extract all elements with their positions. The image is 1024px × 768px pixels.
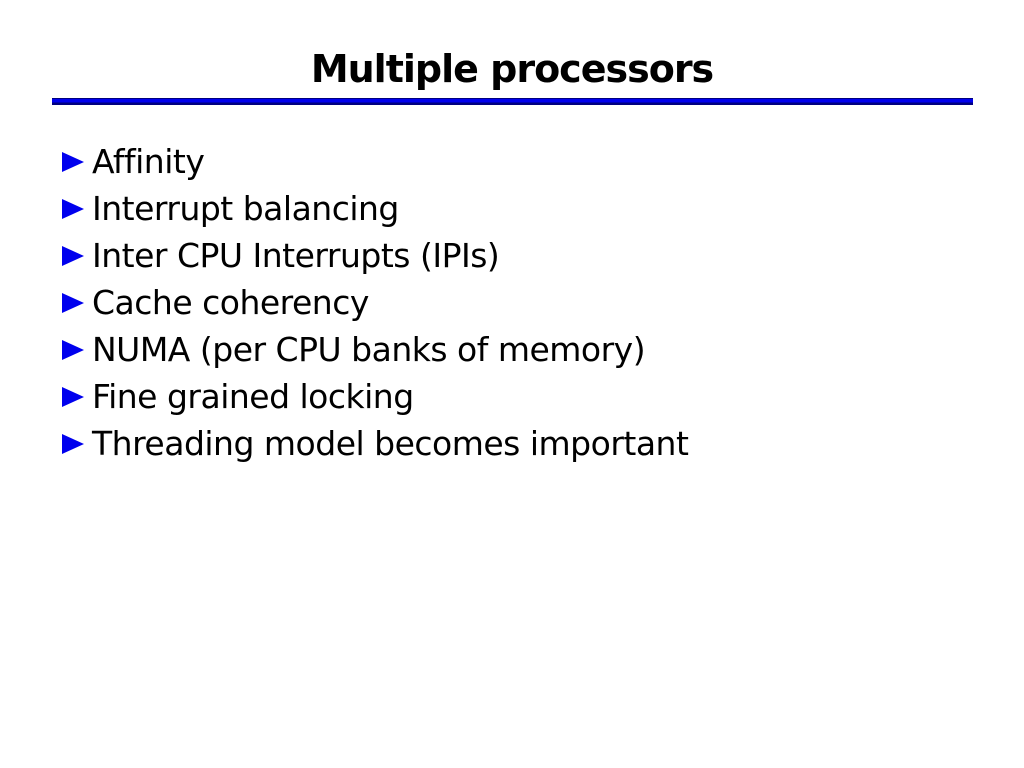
slide-title: Multiple processors: [310, 47, 714, 91]
list-item: Affinity: [62, 138, 1024, 185]
triangle-bullet-icon: [62, 386, 84, 407]
triangle-bullet-icon: [62, 151, 84, 172]
bullet-list: Affinity Interrupt balancing Inter CPU I…: [0, 138, 1024, 467]
bullet-text: Fine grained locking: [92, 377, 414, 416]
bullet-text: Affinity: [92, 142, 205, 181]
bullet-text: NUMA (per CPU banks of memory): [92, 330, 646, 369]
list-item: Fine grained locking: [62, 373, 1024, 420]
list-item: Interrupt balancing: [62, 185, 1024, 232]
bullet-text: Threading model becomes important: [92, 424, 689, 463]
list-item: NUMA (per CPU banks of memory): [62, 326, 1024, 373]
title-rule: [52, 98, 973, 105]
triangle-bullet-icon: [62, 433, 84, 454]
triangle-bullet-icon: [62, 292, 84, 313]
triangle-bullet-icon: [62, 245, 84, 266]
triangle-bullet-icon: [62, 198, 84, 219]
list-item: Threading model becomes important: [62, 420, 1024, 467]
bullet-text: Inter CPU Interrupts (IPIs): [92, 236, 500, 275]
bullet-text: Interrupt balancing: [92, 189, 399, 228]
list-item: Inter CPU Interrupts (IPIs): [62, 232, 1024, 279]
list-item: Cache coherency: [62, 279, 1024, 326]
triangle-bullet-icon: [62, 339, 84, 360]
bullet-text: Cache coherency: [92, 283, 369, 322]
